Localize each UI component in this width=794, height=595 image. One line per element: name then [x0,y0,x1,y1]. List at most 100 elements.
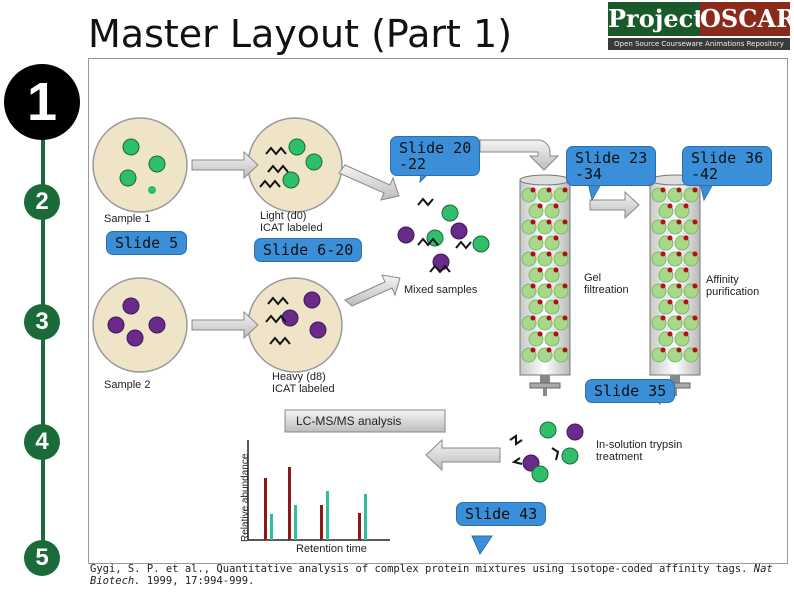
peptide-dot [562,219,568,225]
trypsin-label: In-solution trypsin treatment [596,439,683,463]
peptide-dot [667,299,673,305]
peptide-dot [667,235,673,241]
peptide-dot [553,203,559,209]
light-labeled-dish [247,117,343,213]
mixed-samples-label: Mixed samples [404,284,478,296]
peptide-dot [537,203,543,209]
peptide-dot [676,283,682,289]
peptide-dot [553,235,559,241]
peptide-dot [692,187,698,193]
peptide-dot [660,315,666,321]
peptide-dot [546,315,552,321]
mass-spectrum-plot [247,440,390,541]
peptide-dot [683,203,689,209]
peptide-dot [553,299,559,305]
callout-slide-20-22[interactable]: Slide 20 -22 [390,136,481,176]
peptide-dot [676,251,682,257]
heavy-labeled-dish [247,277,343,373]
peptide-dot [683,235,689,241]
sample2-label: Sample 2 [104,379,151,391]
peptide-dot [546,347,552,353]
peptide-dot [546,187,552,193]
x-axis-label: Retention time [296,543,367,555]
peptide-dot [553,267,559,273]
peptide-dot [667,267,673,273]
peptide-dot [562,347,568,353]
callout-slide-5[interactable]: Slide 5 [106,231,188,255]
peptide-dot [660,283,666,289]
arrow-label-light [191,150,259,180]
mixed-samples-cluster [397,197,490,274]
peptide-dot [530,315,536,321]
arrow-to-column [479,139,560,171]
affinity-column-beads [651,187,699,363]
logo-word-oscar: OSCAR [700,2,794,36]
peptide-dot [676,187,682,193]
peptide-dot [660,219,666,225]
peptide-dot [660,347,666,353]
light-label: Light (d0) ICAT labeled [260,210,323,234]
peptide-dot [537,267,543,273]
gel-column-beads [521,187,569,363]
arrow-mix-heavy [344,274,401,307]
sample1-dish [92,117,188,213]
peptide-dot [562,251,568,257]
sample1-label: Sample 1 [104,213,151,225]
page-title: Master Layout (Part 1) [88,12,513,56]
callout-slide-36-42[interactable]: Slide 36 -42 [682,146,773,186]
gel-filtration-label: Gel filtreation [584,272,629,296]
step-3-marker[interactable]: 3 [24,304,60,340]
peptide-dot [683,267,689,273]
callout-slide-23-34[interactable]: Slide 23 -34 [566,146,657,186]
peptide-dot [537,331,543,337]
peptide-dot [562,315,568,321]
peptide-dot [537,299,543,305]
peptide-dot [692,347,698,353]
peptide-dot [530,187,536,193]
peptide-dot [530,251,536,257]
peptide-dot [553,331,559,337]
citation: Gygi, S. P. et al., Quantitative analysi… [90,563,780,587]
citation-pages: 17:994-999. [184,575,255,587]
peptide-dot [546,283,552,289]
peptide-dot [546,219,552,225]
lcms-label: LC-MS/MS analysis [296,414,402,428]
arrow-to-affinity [589,190,640,220]
peptide-dot [667,203,673,209]
step-1-marker[interactable]: 1 [4,64,80,140]
peptide-dot [692,315,698,321]
peptide-dot [660,187,666,193]
logo-word-project: Project [608,2,704,36]
peptide-dot [683,299,689,305]
project-oscar-logo: Project OSCAR Open Source Courseware Ani… [608,2,794,50]
peptide-dot [676,219,682,225]
peptide-dot [676,315,682,321]
peptide-dot [562,187,568,193]
peptide-dot [676,347,682,353]
step-5-marker[interactable]: 5 [24,540,60,576]
lcms-box [284,409,446,433]
arrow-mix-light [338,164,400,201]
peptide-dot [692,283,698,289]
step-4-marker[interactable]: 4 [24,424,60,460]
y-axis-label: Relative abundance [240,453,251,542]
peptide-dot [692,251,698,257]
callout-slide-6-20[interactable]: Slide 6-20 [254,238,363,262]
citation-year: 1999, [146,575,179,587]
peptide-dot [530,219,536,225]
affinity-label: Affinity purification [706,274,760,298]
peptide-dot [546,251,552,257]
digested-peptides-cluster [509,421,584,483]
callout-slide-35[interactable]: Slide 35 [585,379,676,403]
citation-journal: Nat Biotech. [90,563,773,587]
peptide-dot [683,331,689,337]
logo-subtitle: Open Source Courseware Animations Reposi… [608,38,790,50]
arrow-to-lcms [425,438,501,472]
callout-slide-43[interactable]: Slide 43 [456,502,547,526]
arrow-label-heavy [191,310,259,340]
peptide-dot [537,235,543,241]
heavy-label: Heavy (d8) ICAT labeled [272,371,335,395]
peptide-dot [530,347,536,353]
sample2-dish [92,277,188,373]
step-2-marker[interactable]: 2 [24,184,60,220]
